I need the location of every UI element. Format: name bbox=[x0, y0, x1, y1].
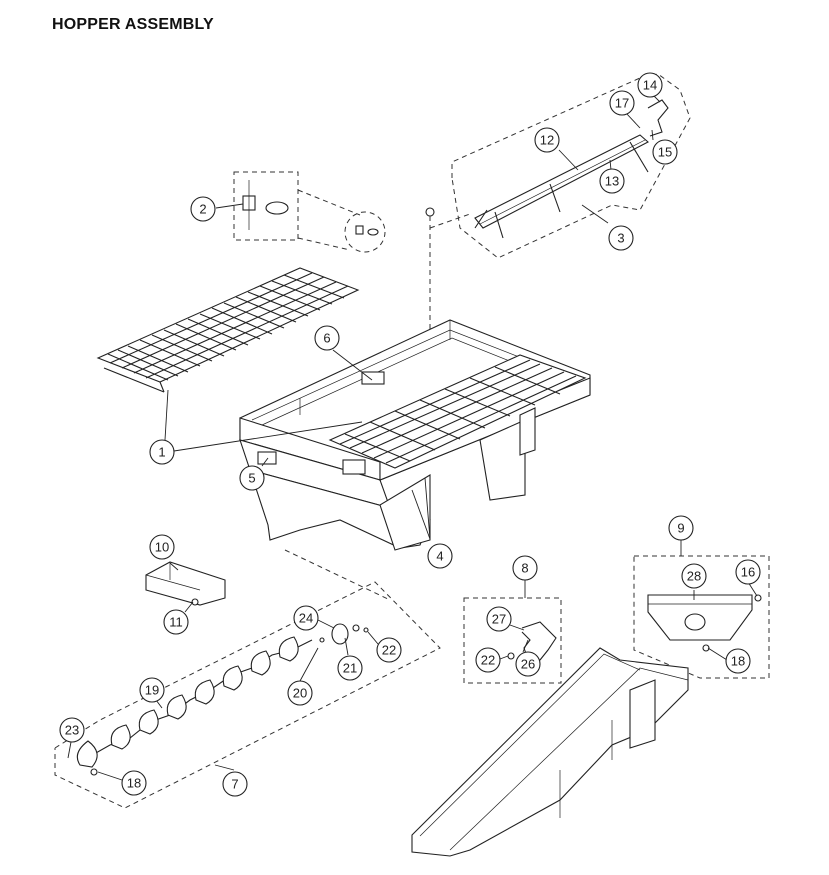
svg-text:19: 19 bbox=[145, 683, 159, 698]
svg-text:10: 10 bbox=[155, 540, 169, 555]
svg-text:21: 21 bbox=[343, 661, 357, 676]
svg-text:16: 16 bbox=[741, 565, 755, 580]
callout-8: 8 bbox=[512, 555, 538, 581]
svg-text:1: 1 bbox=[158, 445, 165, 460]
callout-11: 11 bbox=[163, 609, 189, 635]
svg-text:4: 4 bbox=[436, 549, 443, 564]
cover-part-10 bbox=[145, 561, 226, 606]
svg-text:12: 12 bbox=[540, 133, 554, 148]
callout-20: 20 bbox=[287, 680, 313, 706]
callout-4: 4 bbox=[427, 543, 453, 569]
callout-24: 24 bbox=[293, 605, 319, 631]
svg-text:18: 18 bbox=[127, 776, 141, 791]
hardware-group-2 bbox=[233, 171, 386, 253]
callout-16: 16 bbox=[735, 559, 761, 585]
svg-text:9: 9 bbox=[677, 521, 684, 536]
page-title: HOPPER ASSEMBLY bbox=[52, 16, 214, 33]
svg-text:8: 8 bbox=[521, 561, 528, 576]
svg-text:15: 15 bbox=[658, 145, 672, 160]
svg-text:14: 14 bbox=[643, 78, 657, 93]
svg-text:17: 17 bbox=[615, 96, 629, 111]
grate-part-1 bbox=[96, 267, 360, 393]
svg-text:18: 18 bbox=[731, 654, 745, 669]
callout-7: 7 bbox=[222, 771, 248, 797]
leader-lines bbox=[67, 95, 758, 781]
callout-21: 21 bbox=[337, 655, 363, 681]
svg-text:22: 22 bbox=[382, 643, 396, 658]
callout-5: 5 bbox=[239, 465, 265, 491]
callout-15: 15 bbox=[652, 139, 678, 165]
gearbox-group-9 bbox=[633, 555, 770, 679]
callout-9: 9 bbox=[668, 515, 694, 541]
auger-group-7 bbox=[54, 581, 441, 809]
callout-18b: 18 bbox=[121, 770, 147, 796]
svg-text:6: 6 bbox=[323, 331, 330, 346]
callout-27: 27 bbox=[486, 606, 512, 632]
svg-text:26: 26 bbox=[521, 657, 535, 672]
svg-text:20: 20 bbox=[293, 686, 307, 701]
callout-1: 1 bbox=[149, 439, 175, 465]
callout-23: 23 bbox=[59, 717, 85, 743]
callout-13: 13 bbox=[599, 168, 625, 194]
svg-text:3: 3 bbox=[617, 231, 624, 246]
bracket-group-8 bbox=[463, 597, 562, 684]
callout-26: 26 bbox=[515, 651, 541, 677]
svg-text:24: 24 bbox=[299, 611, 313, 626]
callout-18a: 18 bbox=[725, 648, 751, 674]
callout-6: 6 bbox=[314, 325, 340, 351]
bar-assembly-group-3 bbox=[425, 73, 691, 420]
frame-rail bbox=[411, 647, 689, 857]
svg-text:13: 13 bbox=[605, 174, 619, 189]
callout-22b: 22 bbox=[475, 647, 501, 673]
hopper-body bbox=[239, 319, 591, 601]
callout-22a: 22 bbox=[376, 637, 402, 663]
callout-19: 19 bbox=[139, 677, 165, 703]
callout-3: 3 bbox=[608, 225, 634, 251]
callout-17: 17 bbox=[609, 90, 635, 116]
svg-text:7: 7 bbox=[231, 777, 238, 792]
callout-14: 14 bbox=[637, 72, 663, 98]
svg-text:22: 22 bbox=[481, 653, 495, 668]
svg-text:11: 11 bbox=[169, 615, 183, 630]
svg-text:23: 23 bbox=[65, 723, 79, 738]
svg-text:27: 27 bbox=[492, 612, 506, 627]
callout-12: 12 bbox=[534, 127, 560, 153]
svg-text:28: 28 bbox=[687, 569, 701, 584]
svg-text:2: 2 bbox=[199, 202, 206, 217]
callout-28: 28 bbox=[681, 563, 707, 589]
svg-text:5: 5 bbox=[248, 471, 255, 486]
callout-2: 2 bbox=[190, 196, 216, 222]
callout-10: 10 bbox=[149, 534, 175, 560]
